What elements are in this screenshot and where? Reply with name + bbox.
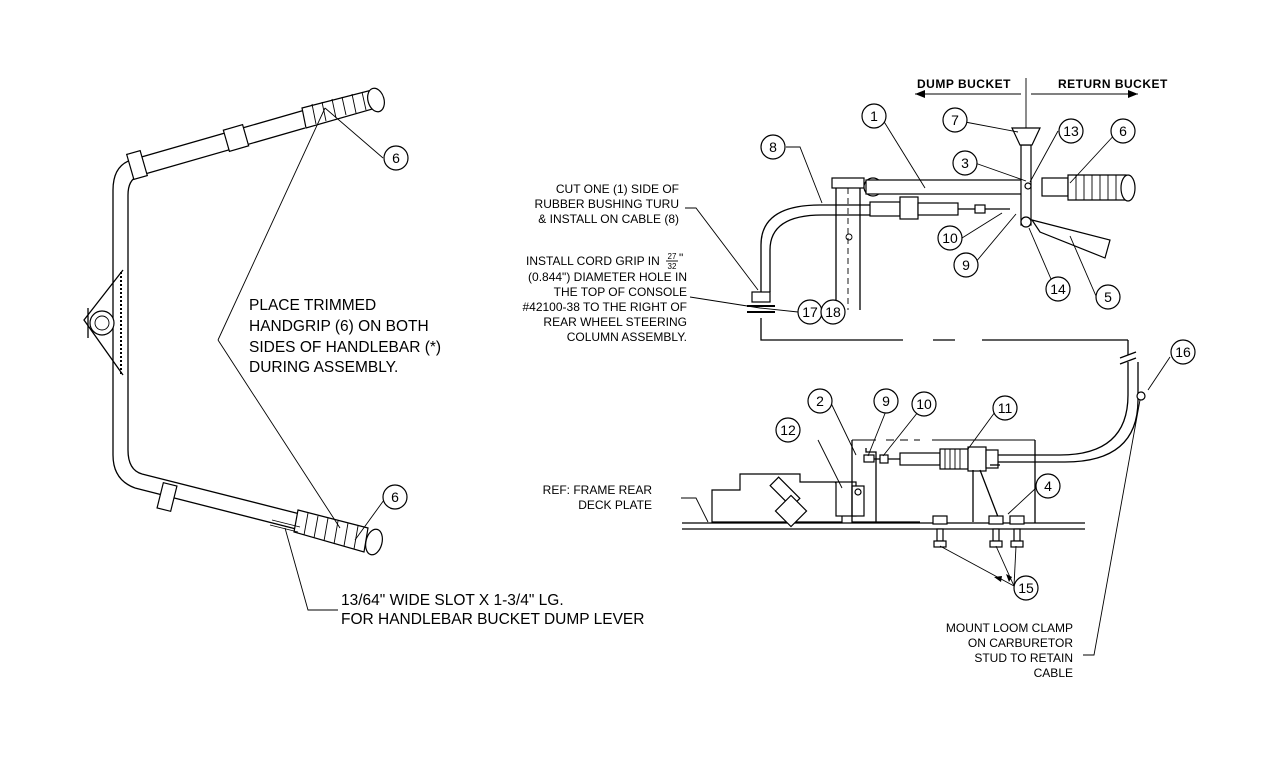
note-line: DURING ASSEMBLY. [249, 359, 398, 376]
note-line: DECK PLATE [578, 498, 652, 512]
bubble-label: 6 [392, 150, 400, 166]
bubble-9-bottom: 9 [873, 388, 899, 414]
bubble-label: 5 [1104, 289, 1112, 305]
bubble-label: 4 [1044, 478, 1052, 494]
bubble-label: 13 [1063, 123, 1079, 139]
bubble-12: 12 [775, 417, 801, 443]
fraction-suffix: " [679, 251, 683, 265]
bubble-15: 15 [1013, 575, 1039, 601]
note-line: ON CARBURETOR [968, 636, 1073, 650]
cable-route: 16 MOUNT LOOM CLAMP ON CARBURETOR STUD T… [760, 318, 1196, 680]
note-line: STUD TO RETAIN [974, 651, 1073, 665]
note-line: FOR HANDLEBAR BUCKET DUMP LEVER [341, 611, 644, 628]
return-bucket-label: RETURN BUCKET [1058, 77, 1168, 91]
bubble-11: 11 [992, 395, 1018, 421]
fraction-numerator: 27 [668, 252, 677, 261]
bubble-label: 17 [802, 304, 818, 320]
bubble-14: 14 [1045, 276, 1071, 302]
frame-ref-note: REF: FRAME REAR DECK PLATE [543, 483, 653, 512]
bubble-label: 3 [961, 155, 969, 171]
valve-assembly-view: 2 9 10 11 12 4 15 REF: FRAME REAR DECK P… [543, 388, 1085, 601]
bubble-10-bottom: 10 [911, 391, 937, 417]
bubble-label: 10 [916, 396, 932, 412]
mount-bolt [1009, 515, 1025, 548]
note-line: RUBBER BUSHING TURU [535, 197, 679, 211]
bubble-label: 2 [816, 393, 824, 409]
bubble-8: 8 [760, 134, 786, 160]
note-line: 13/64" WIDE SLOT X 1-3/4" LG. [341, 592, 564, 609]
bubble-label: 6 [391, 489, 399, 505]
note-line: REAR WHEEL STEERING [543, 315, 687, 329]
bubble-label: 12 [780, 422, 796, 438]
bubble-label: 14 [1050, 281, 1066, 297]
bubble-label: 16 [1175, 344, 1191, 360]
dump-bucket-label: DUMP BUCKET [917, 77, 1011, 91]
bubble-label: 9 [962, 257, 970, 273]
handlebar-view: 6 6 PLACE TRIMMED HANDGRIP (6) ON BOTH S… [83, 87, 644, 628]
note-line: MOUNT LOOM CLAMP [946, 621, 1073, 635]
bubble-label: 8 [769, 139, 777, 155]
lever-assembly-view: DUMP BUCKET RETURN BUCKET [522, 77, 1168, 344]
handlebar-clamp [125, 123, 250, 513]
bubble-17: 17 [797, 299, 823, 325]
bubble-7: 7 [942, 107, 968, 133]
note-line: & INSTALL ON CABLE (8) [538, 212, 679, 226]
bubble-18: 18 [820, 299, 846, 325]
note-line: COLUMN ASSEMBLY. [567, 330, 687, 344]
mount-bolt [988, 515, 1004, 548]
bubble-5: 5 [1095, 284, 1121, 310]
bubble-label: 15 [1018, 580, 1034, 596]
note-line: PLACE TRIMMED [249, 297, 376, 314]
fraction-denominator: 32 [668, 262, 677, 271]
cord-grip-note: INSTALL CORD GRIP IN 27 32 " (0.844") DI… [522, 251, 687, 344]
bubble-3: 3 [952, 150, 978, 176]
bubble-label: 18 [825, 304, 841, 320]
bubble-label: 1 [870, 108, 878, 124]
rubber-bushing-note: CUT ONE (1) SIDE OF RUBBER BUSHING TURU … [535, 182, 679, 226]
bubble-4: 4 [1035, 473, 1061, 499]
note-line: INSTALL CORD GRIP IN [526, 254, 660, 268]
trimmed-handgrip-note: PLACE TRIMMED HANDGRIP (6) ON BOTH SIDES… [249, 297, 441, 376]
bubble-2: 2 [807, 388, 833, 414]
bubble-10-top: 10 [937, 225, 963, 251]
note-line: SIDES OF HANDLEBAR (*) [249, 339, 441, 356]
mount-bolt [932, 515, 948, 548]
note-line: THE TOP OF CONSOLE [554, 285, 687, 299]
slot-note: 13/64" WIDE SLOT X 1-3/4" LG. FOR HANDLE… [341, 592, 644, 628]
bubble-label: 10 [942, 230, 958, 246]
note-line: HANDGRIP (6) ON BOTH [249, 318, 429, 335]
bubble-label: 9 [882, 393, 890, 409]
lower-handgrip [269, 509, 383, 556]
bubble-13: 13 [1058, 118, 1084, 144]
note-line: #42100-38 TO THE RIGHT OF [522, 300, 687, 314]
bubble-9-top: 9 [953, 252, 979, 278]
bubble-6-upper: 6 [383, 145, 409, 171]
upper-handgrip [301, 87, 385, 129]
bubble-1: 1 [861, 103, 887, 129]
handlebar-mount-bracket [83, 269, 124, 376]
bubble-6-top: 6 [1110, 118, 1136, 144]
bubble-label: 11 [998, 400, 1013, 416]
bubble-6-lower: 6 [382, 484, 408, 510]
loom-clamp-note: MOUNT LOOM CLAMP ON CARBURETOR STUD TO R… [946, 621, 1073, 680]
bubble-16: 16 [1170, 339, 1196, 365]
note-line: CUT ONE (1) SIDE OF [556, 182, 679, 196]
bubble-label: 6 [1119, 123, 1127, 139]
note-line: REF: FRAME REAR [543, 483, 653, 497]
note-line: (0.844") DIAMETER HOLE IN [528, 270, 687, 284]
bubble-label: 7 [951, 112, 959, 128]
note-line: CABLE [1034, 666, 1073, 680]
